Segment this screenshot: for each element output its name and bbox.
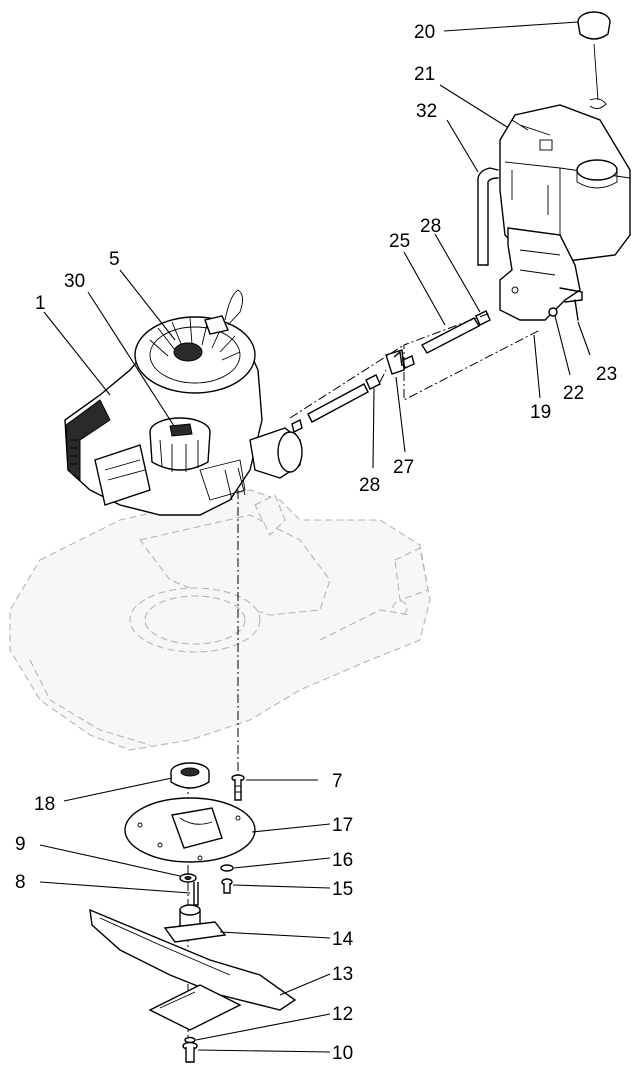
callout-19: 19 bbox=[530, 402, 551, 423]
leader-lines bbox=[39, 21, 591, 1053]
callout-1: 1 bbox=[35, 293, 46, 314]
callout-21: 21 bbox=[414, 64, 435, 85]
washer-16 bbox=[220, 864, 234, 872]
fuel-tank bbox=[499, 104, 631, 263]
bolt-7 bbox=[231, 774, 245, 801]
callout-5: 5 bbox=[109, 249, 120, 270]
callout-18: 18 bbox=[34, 794, 55, 815]
bolt-8 bbox=[193, 882, 199, 906]
callout-32: 32 bbox=[416, 101, 437, 122]
callout-10: 10 bbox=[332, 1043, 353, 1064]
callout-28-top: 28 bbox=[420, 216, 441, 237]
callout-23: 23 bbox=[596, 364, 617, 385]
callout-28-bottom: 28 bbox=[359, 475, 380, 496]
callout-9: 9 bbox=[15, 834, 26, 855]
air-filter bbox=[149, 417, 211, 472]
callout-20: 20 bbox=[414, 22, 435, 43]
washer-9 bbox=[179, 873, 197, 883]
callout-25: 25 bbox=[389, 231, 410, 252]
blade bbox=[89, 908, 297, 1031]
vent-tube bbox=[477, 167, 499, 266]
washer-12 bbox=[184, 1036, 196, 1044]
bolt-15 bbox=[221, 878, 233, 894]
callout-14: 14 bbox=[332, 929, 354, 950]
callout-13: 13 bbox=[332, 964, 353, 985]
callout-22: 22 bbox=[563, 383, 584, 404]
blade-adapter bbox=[163, 904, 227, 943]
callout-7: 7 bbox=[332, 771, 343, 792]
tank-bracket bbox=[499, 227, 583, 321]
bolt-10 bbox=[182, 1041, 198, 1063]
callout-8: 8 bbox=[15, 872, 26, 893]
callout-17: 17 bbox=[332, 815, 353, 836]
blade-plate bbox=[124, 797, 256, 863]
engine-shroud bbox=[134, 289, 256, 394]
callout-27: 27 bbox=[393, 457, 414, 478]
callout-15: 15 bbox=[332, 879, 353, 900]
mower-deck bbox=[9, 489, 431, 751]
fuel-cap bbox=[577, 11, 611, 109]
callout-16: 16 bbox=[332, 850, 353, 871]
fuel-line bbox=[289, 310, 541, 434]
callout-30: 30 bbox=[64, 271, 85, 292]
callout-12: 12 bbox=[332, 1004, 353, 1025]
bearing bbox=[170, 762, 210, 789]
